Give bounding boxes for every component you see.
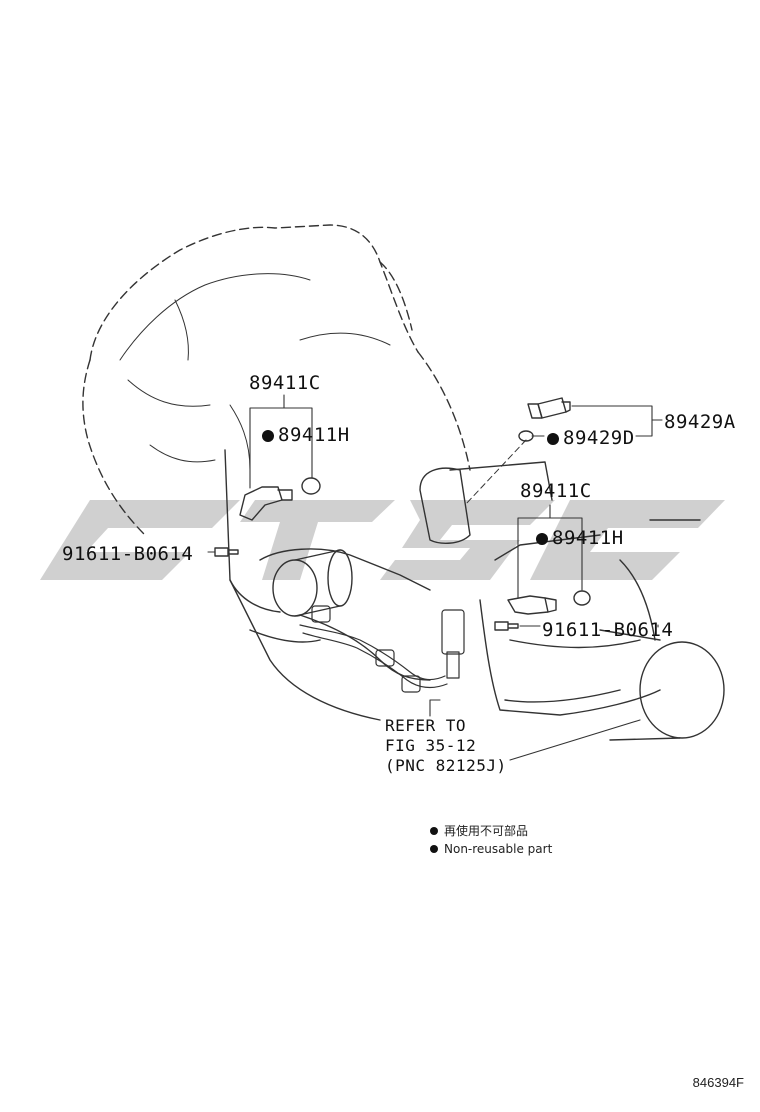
callout-switch-assy[interactable]: 89429A: [664, 411, 736, 433]
legend-japanese: 再使用不可部品: [430, 822, 552, 840]
case-cylinder: [272, 549, 353, 617]
right-speed-sensor: [494, 590, 591, 631]
extension-housing: [599, 519, 725, 741]
reference-note-line2: FIG 35-12: [385, 736, 477, 755]
legend: 再使用不可部品 Non-reusable part: [430, 822, 552, 858]
callout-right-sensor-assy[interactable]: 89411C: [520, 480, 592, 502]
bell-housing: [82, 224, 471, 536]
callout-switch-gasket[interactable]: 89429D: [547, 427, 635, 449]
leader-lines: [207, 394, 663, 761]
callout-left-oring[interactable]: 89411H: [262, 424, 350, 446]
callout-right-bolt[interactable]: 91611-B0614: [542, 619, 674, 641]
legend-english: Non-reusable part: [430, 840, 552, 858]
reference-note-line1: REFER TO: [385, 716, 467, 735]
callout-left-sensor-assy[interactable]: 89411C: [249, 372, 321, 394]
figure-number: 846394F: [692, 1075, 744, 1090]
wire-harness: [299, 605, 465, 693]
reference-note-line3: (PNC 82125J): [385, 756, 507, 775]
left-speed-sensor: [214, 477, 321, 557]
callout-left-bolt[interactable]: 91611-B0614: [62, 543, 194, 565]
dashed-leaders: [464, 439, 527, 506]
reference-note[interactable]: REFER TO FIG 35-12 (PNC 82125J): [385, 716, 507, 776]
housing-contours: [119, 273, 391, 471]
callout-right-oring[interactable]: 89411H: [536, 527, 624, 549]
transmission-case: [224, 449, 661, 721]
